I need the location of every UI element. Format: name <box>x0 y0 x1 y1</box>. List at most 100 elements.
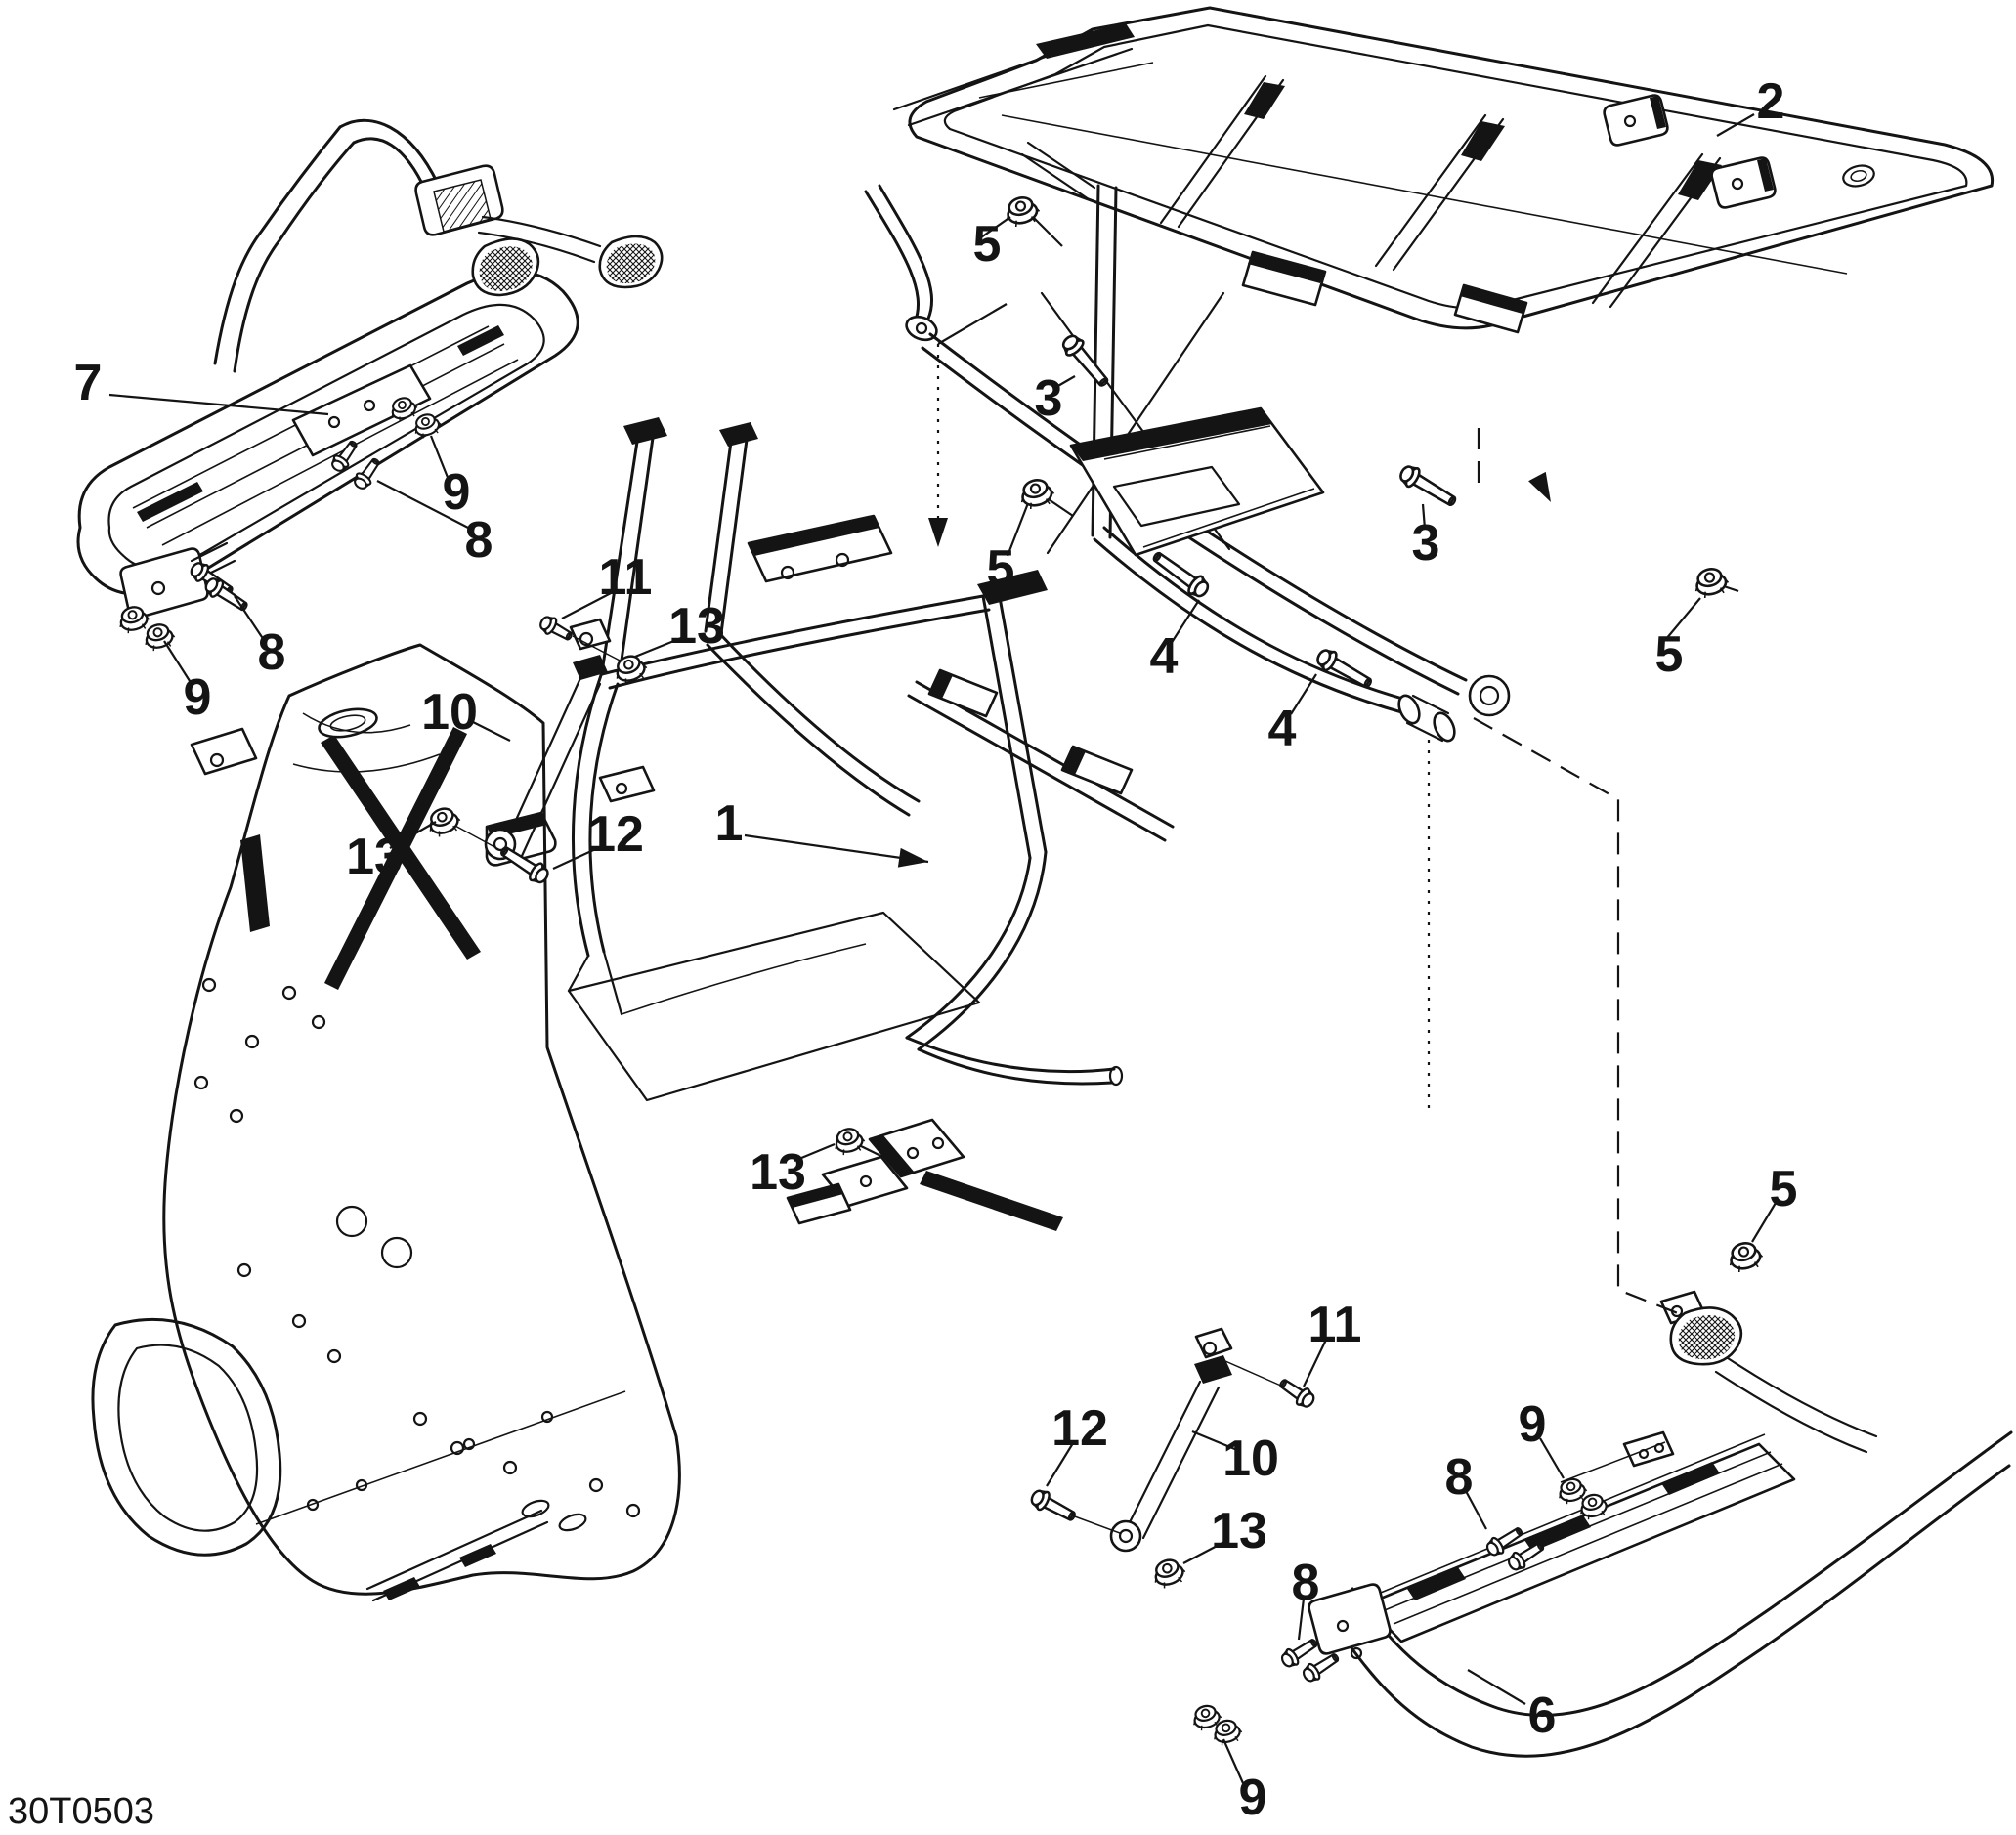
flange-nut-icon <box>1006 195 1041 228</box>
callout-label: 10 <box>421 684 478 741</box>
bolt-icon <box>331 440 358 472</box>
callout-leader <box>1055 375 1076 388</box>
callout-leader <box>794 1142 836 1163</box>
callout-label: 3 <box>1412 515 1440 572</box>
flange-nut-icon <box>1580 1493 1609 1520</box>
callout-leader <box>1006 502 1030 557</box>
leader-line <box>937 303 1008 345</box>
callout-leader <box>1170 599 1200 645</box>
support-rod-upper-illustration <box>484 618 612 861</box>
callout-leader <box>1290 673 1317 715</box>
hardware-icons-layer <box>119 195 1764 1746</box>
bolt-icon <box>1302 1653 1340 1683</box>
callout-leader <box>1467 1669 1526 1705</box>
flange-nut-icon <box>1559 1477 1588 1505</box>
drawing-number: 30T0503 <box>8 1791 154 1832</box>
callout-leader <box>744 833 929 864</box>
front-bumper-illustration <box>76 118 664 619</box>
callout-label: 8 <box>1292 1555 1320 1611</box>
flange-nut-icon <box>429 807 461 837</box>
leader-arrowhead-icon <box>1528 471 1551 502</box>
flange-nut-icon <box>391 397 418 422</box>
callout-leader <box>429 435 450 481</box>
callout-leader <box>1182 1541 1225 1564</box>
flange-nut-icon <box>835 1128 866 1156</box>
callout-leader <box>980 216 1011 238</box>
bolt-icon <box>500 846 549 884</box>
callout-leader <box>470 720 511 742</box>
bolt-icon <box>1152 551 1210 598</box>
callout-leader <box>552 845 603 870</box>
bolt-icon <box>354 457 380 490</box>
callout-label: 5 <box>973 216 1002 273</box>
callout-leader <box>1465 1490 1487 1530</box>
callout-leader <box>1665 597 1701 640</box>
callout-label: 13 <box>1211 1503 1267 1559</box>
bolt-icon <box>1279 1379 1315 1408</box>
rear-rack-frame-illustration <box>864 6 1995 743</box>
callout-leader <box>1751 1202 1777 1243</box>
callout-label: 10 <box>1222 1430 1279 1487</box>
callout-label: 9 <box>1239 1770 1267 1826</box>
callout-label: 9 <box>184 669 212 726</box>
leader-arrowhead-icon <box>897 847 928 868</box>
callout-label: 2 <box>1757 73 1785 130</box>
bolt-icon <box>1507 1542 1545 1571</box>
callout-label: 4 <box>1268 701 1297 757</box>
bolt-icon <box>539 616 573 641</box>
bolt-icon <box>1061 334 1109 387</box>
callout-label: 8 <box>465 512 493 569</box>
callout-label: 1 <box>715 795 744 852</box>
callout-leader <box>163 640 193 685</box>
main-frame-illustration <box>91 417 1175 1602</box>
callout-leader <box>1297 1598 1306 1641</box>
callout-leader <box>1539 1437 1565 1479</box>
flange-nut-icon <box>1729 1241 1764 1273</box>
callout-leader <box>376 480 469 529</box>
callout-leader <box>1421 503 1427 530</box>
bolt-icon <box>1485 1527 1523 1557</box>
callout-label: 5 <box>1770 1161 1798 1217</box>
leader-line <box>858 1144 910 1171</box>
callout-label: 8 <box>258 624 286 681</box>
callout-label: 11 <box>1308 1297 1362 1353</box>
flange-nut-icon <box>1193 1704 1222 1731</box>
bolt-icon <box>1316 649 1372 689</box>
callout-label: 12 <box>587 806 644 863</box>
leader-line <box>1029 213 1063 247</box>
flange-nut-icon <box>414 413 442 439</box>
callout-label: 7 <box>74 355 103 411</box>
callout-label: 8 <box>1445 1449 1474 1506</box>
callout-label: 4 <box>1150 628 1179 685</box>
footrest-illustration <box>1308 1290 2013 1758</box>
callout-leader <box>1046 1442 1074 1487</box>
callout-label: 12 <box>1051 1400 1108 1457</box>
leader-line <box>572 635 624 663</box>
callout-label: 13 <box>750 1144 806 1201</box>
callout-leader <box>234 595 265 641</box>
callout-leader <box>1191 1430 1238 1452</box>
flange-nut-icon <box>616 655 648 685</box>
callout-label: 9 <box>443 464 471 521</box>
callout-label: 13 <box>668 598 725 655</box>
callout-label: 3 <box>1035 370 1063 427</box>
flange-nut-icon <box>1694 567 1730 599</box>
flange-nut-icon <box>1214 1719 1243 1746</box>
callout-label: 6 <box>1528 1687 1557 1744</box>
callout-label: 13 <box>346 829 403 885</box>
leader-lines-layer <box>452 213 1739 1534</box>
leader-line <box>1045 496 1074 517</box>
bolt-icon <box>1030 1489 1076 1521</box>
flange-nut-icon <box>1020 478 1055 510</box>
callout-label: 5 <box>1655 626 1684 683</box>
callout-leader <box>634 636 682 659</box>
leader-line <box>1071 1515 1121 1534</box>
callout-label: 5 <box>987 540 1015 597</box>
leader-line <box>1473 717 1684 1317</box>
callout-leader <box>1303 1339 1327 1387</box>
callout-leader <box>1222 1738 1245 1784</box>
flange-nut-icon <box>119 606 150 634</box>
